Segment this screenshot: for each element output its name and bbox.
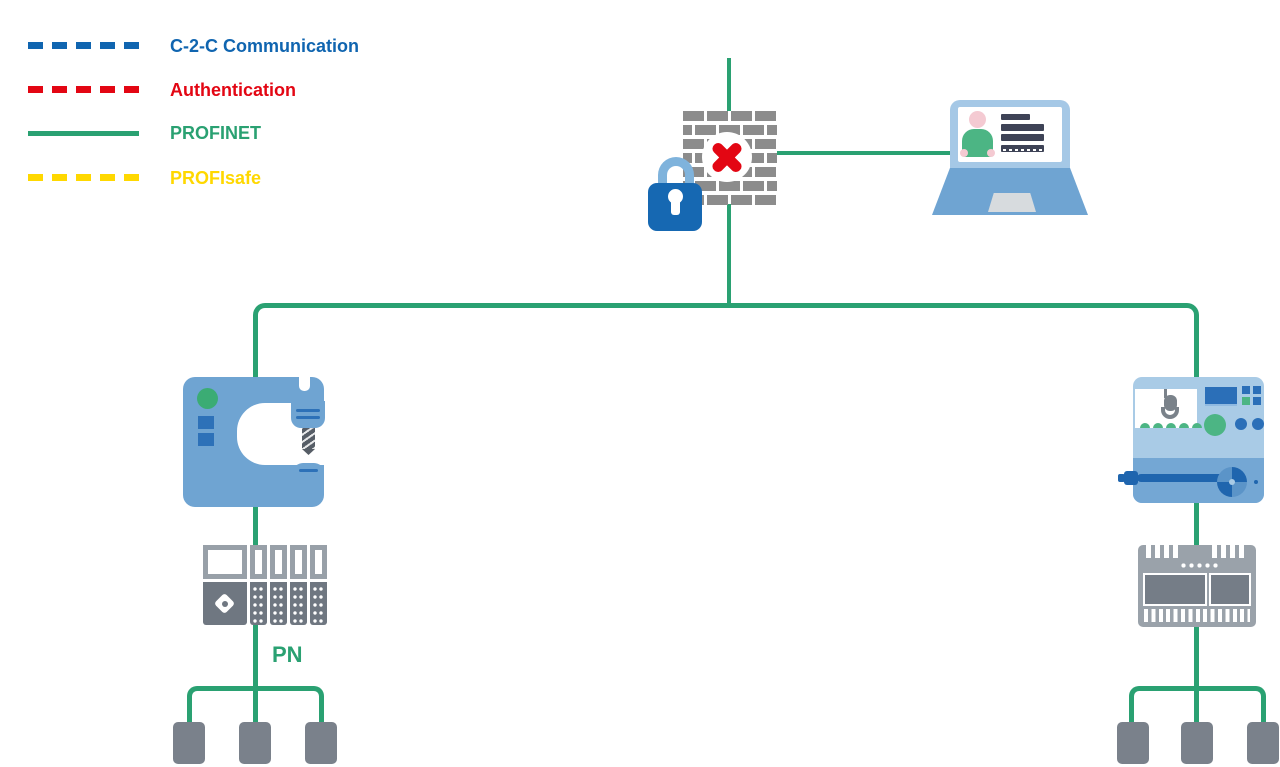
profinet-line-firewall-to-trunk (727, 204, 731, 307)
panel-square-blue (1242, 386, 1250, 394)
user-avatar-hand-right (987, 149, 995, 157)
legend-swatch-authentication (28, 86, 139, 93)
profinet-line-left-plc-to-devices (253, 623, 258, 722)
spindle-bar (1137, 474, 1235, 482)
plc-module-slot (295, 550, 302, 574)
fixture-bump (1179, 423, 1189, 428)
spindle-nub (1118, 474, 1125, 482)
controller-leds (1181, 563, 1221, 568)
fixture-bump (1166, 423, 1176, 428)
io-device (239, 722, 271, 764)
profinet-line-top-vertical (727, 58, 731, 111)
chuck-stripe (296, 416, 320, 419)
pn-label: PN (272, 642, 303, 667)
user-avatar-head (969, 111, 986, 128)
user-avatar-hand-left (960, 149, 968, 157)
plc-module-leds (293, 587, 303, 625)
fixture-bump (1192, 423, 1202, 428)
machine-green-button (1204, 414, 1226, 436)
legend-label-profisafe: PROFIsafe (170, 168, 262, 188)
io-device (173, 722, 205, 764)
legend-swatch-c2c (28, 42, 139, 49)
io-device (305, 722, 337, 764)
laptop-trackpad (988, 193, 1036, 212)
plc-module-slot (255, 550, 262, 574)
plc-module-leds (273, 587, 283, 625)
fixture-bump (1153, 423, 1163, 428)
chuck-wheel-hub (1229, 479, 1235, 485)
padlock-shackle (658, 157, 694, 191)
machine-blue-button (1252, 418, 1264, 430)
machine-panel-square (198, 433, 214, 446)
robot-claw-grip (1161, 407, 1179, 419)
terminal-teeth-top-left (1146, 545, 1178, 558)
panel-square-blue (1253, 386, 1261, 394)
io-device (1181, 722, 1213, 764)
io-device (1117, 722, 1149, 764)
plc-screen (208, 550, 242, 574)
legend-label-c2c: C-2-C Communication (170, 36, 359, 56)
controller-panel-right (1209, 573, 1251, 606)
profinet-line-firewall-to-laptop (777, 151, 950, 155)
fixture-bump (1140, 423, 1150, 428)
machine-green-button (197, 388, 218, 409)
io-device (1247, 722, 1279, 764)
chuck-stripe (296, 409, 320, 412)
panel-dot (1254, 480, 1258, 484)
arm-stripe (299, 469, 318, 472)
controller-panel-left (1143, 573, 1207, 606)
plc-module-slot (275, 550, 282, 574)
spindle-cap (1124, 471, 1138, 485)
drill-bit-icon (302, 428, 315, 449)
panel-square-blue (1253, 397, 1261, 405)
legend-swatch-profinet (28, 131, 139, 136)
drill-chuck (291, 401, 325, 428)
plc-module-slot (315, 550, 322, 574)
profinet-branch-left (187, 686, 324, 727)
profinet-branch-right (1129, 686, 1266, 727)
plc-dpad-hole (222, 601, 228, 607)
legend-label-authentication: Authentication (170, 80, 296, 100)
legend-label-profinet: PROFINET (170, 123, 262, 143)
terminal-teeth-bottom (1144, 609, 1250, 622)
keyhole-stem (671, 199, 680, 215)
plc-module-leds (313, 587, 323, 625)
robot-claw-rod (1164, 389, 1167, 398)
machine-display (1205, 387, 1237, 406)
profinet-trunk-line (253, 303, 1199, 384)
card-text-line (1001, 134, 1044, 141)
card-text-line (1001, 114, 1030, 120)
card-text-line (1001, 124, 1044, 131)
machine-blue-button (1235, 418, 1247, 430)
card-dashed-line (1003, 149, 1042, 151)
profinet-line-left-machine-to-plc (253, 505, 258, 547)
legend-swatch-profisafe (28, 174, 139, 181)
drill-bit-tip (302, 449, 315, 455)
profinet-line-right-machine-to-plc (1194, 503, 1199, 547)
plc-module-leds (253, 587, 263, 625)
panel-square-green (1242, 397, 1250, 405)
press-machine-notch (299, 377, 310, 391)
machine-panel-square (198, 416, 214, 429)
terminal-teeth-top-right (1212, 545, 1244, 558)
profinet-line-right-plc-to-devices (1194, 625, 1199, 722)
card-text-line (1001, 145, 1044, 152)
